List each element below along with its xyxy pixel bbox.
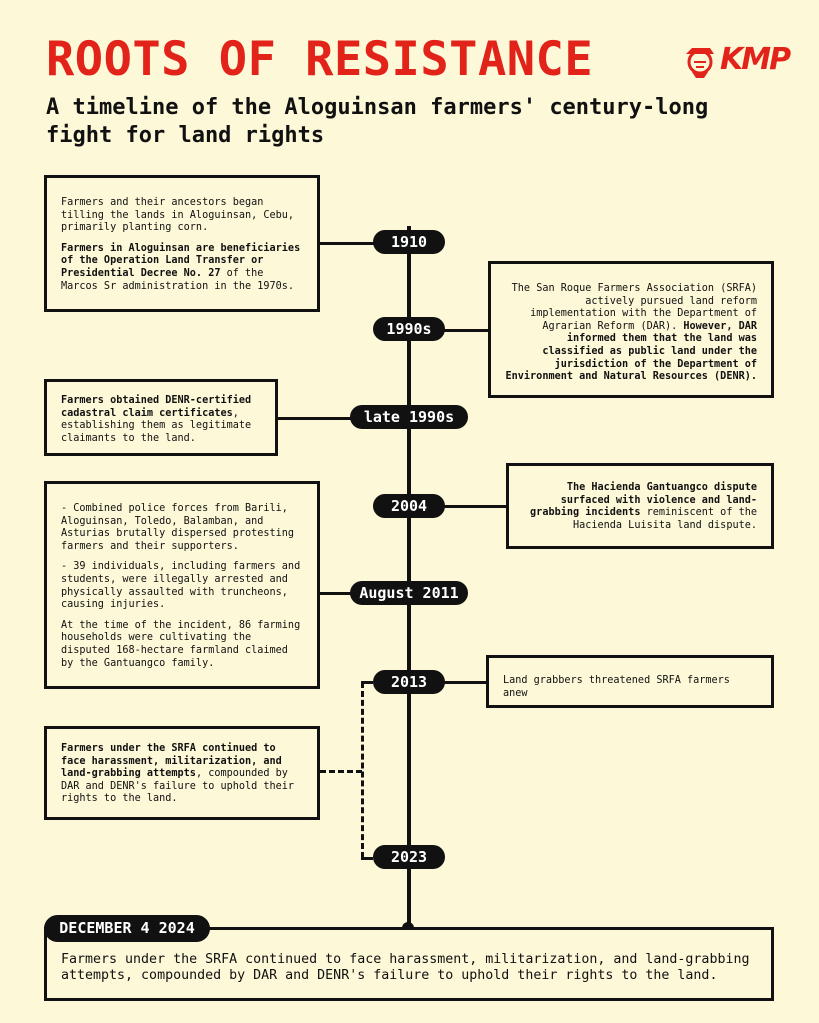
dashed-connector-2023-box [320, 770, 362, 773]
event-box-1990s: The San Roque Farmers Association (SRFA)… [488, 261, 774, 398]
event-box-late-1990s: Farmers obtained DENR-certified cadastra… [44, 379, 278, 456]
final-event-box: Farmers under the SRFA continued to face… [44, 927, 774, 1001]
connector-2013 [440, 681, 488, 684]
event-1990s-text: The San Roque Farmers Association (SRFA)… [505, 283, 757, 384]
event-box-2011: - Combined police forces from Barili, Al… [44, 481, 320, 689]
event-box-1910: Farmers and their ancestors began tillin… [44, 175, 320, 312]
event-2011-text-3: At the time of the incident, 86 farming … [61, 619, 301, 669]
dashed-stub-top [361, 681, 373, 684]
connector-2004 [440, 505, 508, 508]
event-2023-text: Farmers under the SRFA continued to face… [61, 743, 303, 806]
timeline-spine [407, 226, 411, 928]
event-2004-rest: reminiscent of the Hacienda Luisita land… [572, 507, 757, 531]
event-1910-bold: Farmers in Aloguinsan are beneficiaries … [61, 242, 301, 279]
event-2023-rest: , compounded by DAR and DENR's failure t… [61, 768, 295, 805]
event-late-1990s-rest: , establishing them as legitimate claima… [61, 407, 252, 444]
connector-2011 [318, 592, 358, 595]
date-pill-2013: 2013 [373, 670, 445, 694]
event-1990s-bold: However, DAR informed them that the land… [505, 320, 757, 383]
date-pill-2011: August 2011 [350, 581, 468, 605]
final-date-pill: DECEMBER 4 2024 [44, 915, 210, 942]
event-1990s-plain: The San Roque Farmers Association (SRFA)… [511, 283, 757, 332]
date-pill-2004: 2004 [373, 494, 445, 518]
event-2023-bold: Farmers under the SRFA continued to face… [61, 743, 282, 780]
event-box-2004: The Hacienda Gantuangco dispute surfaced… [506, 463, 774, 549]
connector-1910 [318, 242, 378, 245]
page-title: ROOTS OF RESISTANCE [46, 32, 594, 87]
connector-late-1990s [276, 417, 356, 420]
event-box-2013: Land grabbers threatened SRFA farmers an… [486, 655, 774, 708]
event-1910-text-2: Farmers in Aloguinsan are beneficiaries … [61, 243, 303, 293]
connector-1990s [440, 329, 490, 332]
final-event-text: Farmers under the SRFA continued to face… [61, 952, 750, 983]
event-2011-text-1: - Combined police forces from Barili, Al… [61, 503, 295, 552]
dashed-stub-bottom [361, 857, 373, 860]
event-late-1990s-text: Farmers obtained DENR-certified cadastra… [61, 395, 261, 445]
event-1910-rest: of the Marcos Sr administration in the 1… [61, 267, 295, 292]
date-pill-late-1990s: late 1990s [350, 405, 468, 429]
date-pill-1910: 1910 [373, 230, 445, 254]
event-1910-text-1: Farmers and their ancestors began tillin… [61, 197, 295, 234]
date-pill-1990s: 1990s [373, 317, 445, 341]
page-subtitle: A timeline of the Aloguinsan farmers' ce… [46, 95, 709, 148]
date-pill-2023: 2023 [373, 845, 445, 869]
event-2011-text-2: - 39 individuals, including farmers and … [61, 561, 301, 611]
event-box-2023: Farmers under the SRFA continued to face… [44, 726, 320, 820]
kmp-farmer-logo-icon [686, 48, 714, 78]
event-2013-text: Land grabbers threatened SRFA farmers an… [503, 675, 730, 699]
event-late-1990s-bold: Farmers obtained DENR-certified cadastra… [61, 395, 252, 419]
dashed-range-line [361, 682, 364, 858]
kmp-logo-text: KMP [720, 42, 791, 77]
event-2004-bold: The Hacienda Gantuangco dispute surfaced… [530, 482, 757, 519]
event-2004-text: The Hacienda Gantuangco dispute surfaced… [523, 482, 757, 532]
